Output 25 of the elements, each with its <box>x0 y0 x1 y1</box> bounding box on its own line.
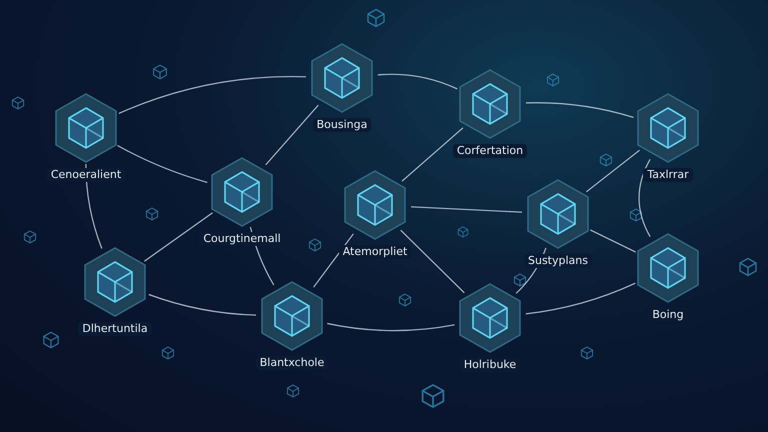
connector-line <box>313 233 354 288</box>
connector-line <box>400 230 465 294</box>
connector-line <box>402 127 464 182</box>
node-label: Cenoeralient <box>46 168 126 182</box>
connector-line <box>410 206 522 213</box>
connector-line <box>118 76 306 114</box>
connector-line <box>638 159 651 237</box>
connector-line <box>148 294 256 316</box>
node-label: Taxlrrar <box>643 168 693 182</box>
node-label: Holribuke <box>460 358 520 372</box>
connector-line <box>586 150 640 192</box>
connector-line <box>590 229 636 253</box>
connector-line <box>378 74 458 90</box>
node-label: Dlhertuntila <box>78 322 152 336</box>
node-label: Blantxchole <box>256 356 328 370</box>
connector-line <box>526 102 634 118</box>
connector-line <box>526 282 636 314</box>
connector-line <box>327 322 455 332</box>
connector-line <box>265 104 319 166</box>
connector-line <box>117 144 208 183</box>
connector-line <box>144 212 213 262</box>
node-label: Bousinga <box>312 118 372 132</box>
node-label: Corfertation <box>452 144 528 158</box>
node-label: Atemorpliet <box>338 245 412 259</box>
node-label: Sustyplans <box>524 254 592 268</box>
